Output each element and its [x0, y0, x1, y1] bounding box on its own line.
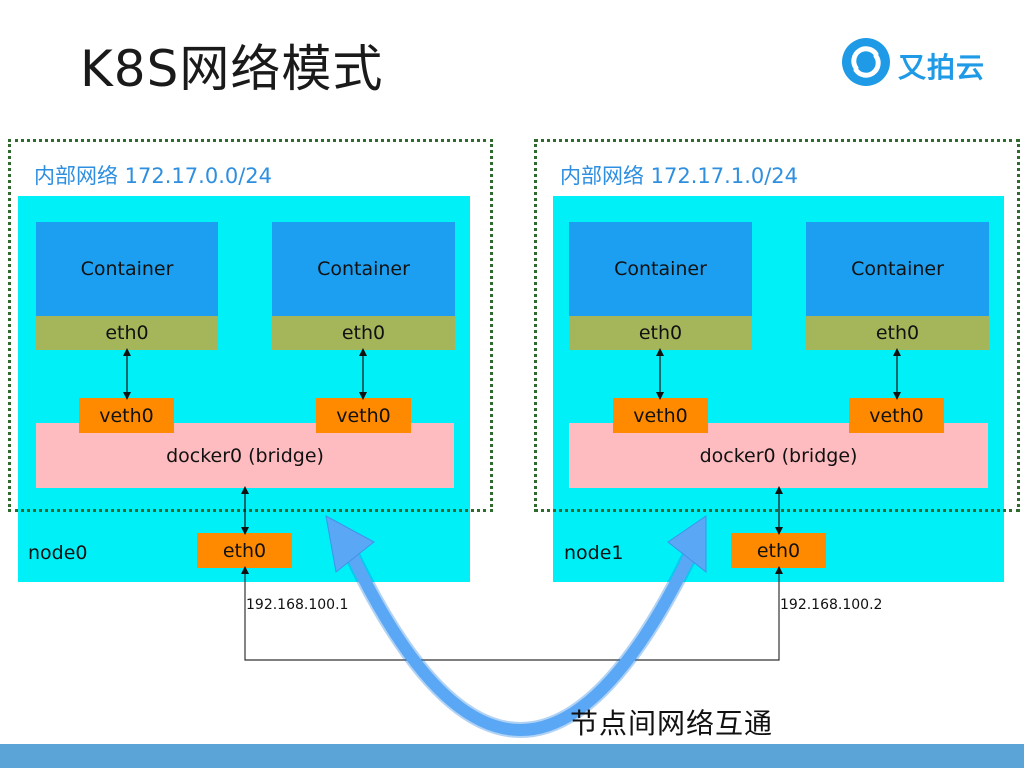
- veth-label: veth0: [869, 404, 924, 427]
- host-ip-0: 192.168.100.1: [246, 597, 349, 613]
- host-eth-label: eth0: [756, 539, 801, 562]
- container-eth0: eth0: [569, 316, 752, 350]
- network-label-0: 内部网络 172.17.0.0/24: [34, 164, 273, 188]
- veth-label: veth0: [99, 404, 154, 427]
- veth-interface: veth0: [79, 398, 174, 433]
- container-label: Container: [317, 258, 410, 280]
- internal-network-0: [8, 139, 493, 512]
- host-eth-label: eth0: [222, 539, 267, 562]
- page-title: K8S网络模式: [80, 40, 384, 98]
- container-eth-label: eth0: [638, 322, 683, 344]
- container-box: Container: [272, 222, 455, 316]
- logo: 又拍云: [842, 38, 992, 90]
- network-label-1: 内部网络 172.17.1.0/24: [560, 164, 799, 188]
- veth-interface: veth0: [849, 398, 944, 433]
- bridge-label: docker0 (bridge): [699, 444, 858, 467]
- container-box: Container: [806, 222, 989, 316]
- node-name-1: node1: [564, 542, 624, 564]
- container-eth0: eth0: [272, 316, 455, 350]
- container-eth-label: eth0: [341, 322, 386, 344]
- container-box: Container: [36, 222, 218, 316]
- interconnect-label: 节点间网络互通: [570, 707, 774, 740]
- container-eth-label: eth0: [875, 322, 920, 344]
- veth-interface: veth0: [316, 398, 411, 433]
- logo-text: 又拍云: [898, 51, 986, 84]
- container-label: Container: [80, 258, 174, 280]
- host-eth0-0: eth0: [197, 533, 292, 568]
- veth-interface: veth0: [613, 398, 708, 433]
- docker-bridge: docker0 (bridge): [569, 423, 988, 488]
- container-label: Container: [851, 258, 944, 280]
- veth-label: veth0: [336, 404, 391, 427]
- container-eth0: eth0: [36, 316, 218, 350]
- veth-label: veth0: [633, 404, 688, 427]
- container-eth-label: eth0: [105, 322, 149, 344]
- docker-bridge: docker0 (bridge): [36, 423, 454, 488]
- host-eth0-1: eth0: [731, 533, 826, 568]
- host-network-link: [241, 566, 783, 661]
- host-ip-1: 192.168.100.2: [780, 597, 883, 613]
- container-label: Container: [614, 258, 707, 280]
- node-name-0: node0: [28, 542, 88, 564]
- logo-icon: [842, 38, 890, 86]
- bridge-label: docker0 (bridge): [166, 444, 324, 467]
- container-eth0: eth0: [806, 316, 989, 350]
- footer-bar: [0, 744, 1024, 768]
- container-box: Container: [569, 222, 752, 316]
